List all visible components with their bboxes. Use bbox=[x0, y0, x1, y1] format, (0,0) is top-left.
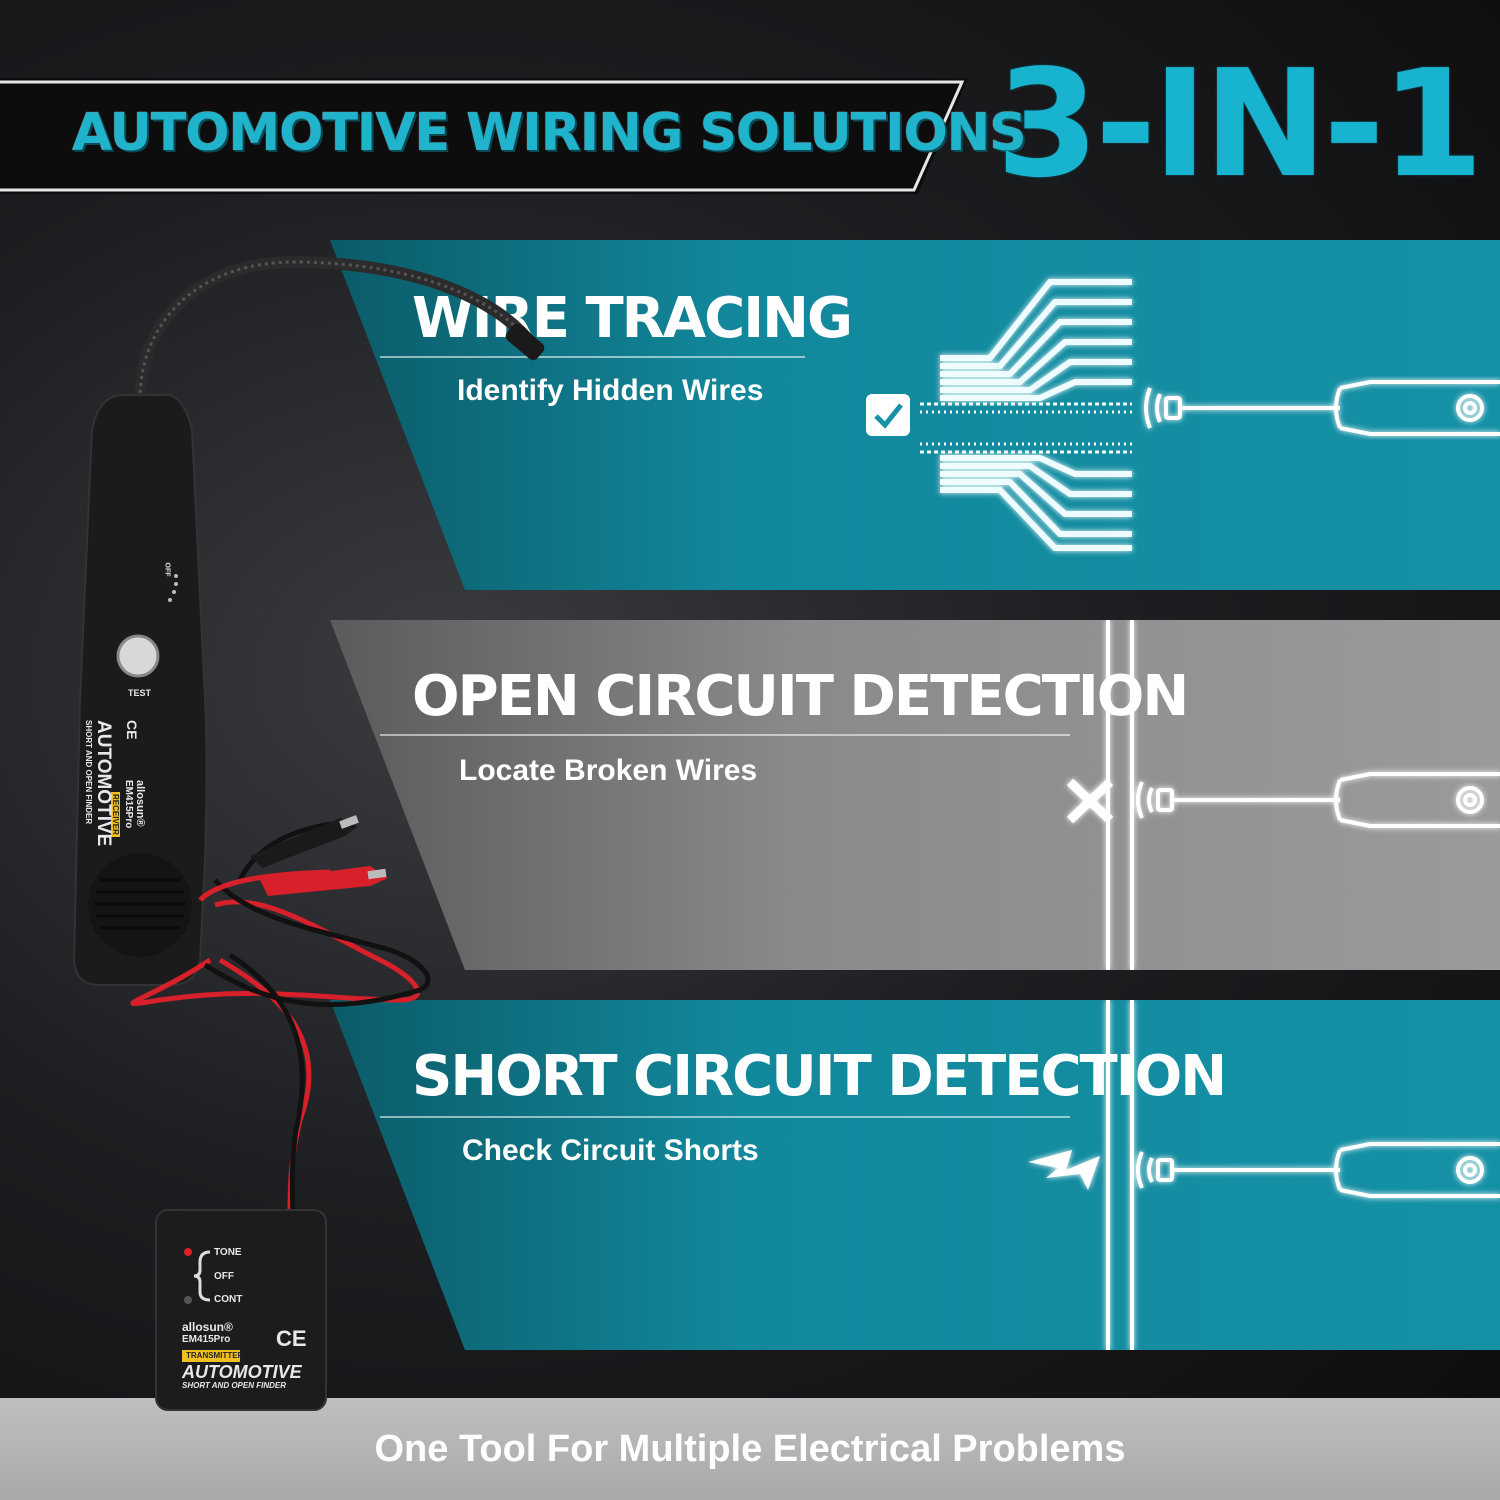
feature-subtitle: Locate Broken Wires bbox=[459, 754, 758, 787]
check-icon bbox=[866, 394, 910, 436]
three-in-one-title: 3-IN-1 bbox=[996, 38, 1484, 210]
cross-icon bbox=[1066, 778, 1114, 826]
footer-bar: One Tool For Multiple Electrical Problem… bbox=[0, 1398, 1500, 1500]
feature-panel-open-circuit: OPEN CIRCUIT DETECTION Locate Broken Wir… bbox=[0, 620, 1500, 970]
footer-tagline: One Tool For Multiple Electrical Problem… bbox=[374, 1428, 1126, 1470]
lightning-icon bbox=[1028, 1150, 1100, 1190]
feature-title: WIRE TRACING bbox=[412, 286, 853, 351]
feature-subtitle: Check Circuit Shorts bbox=[462, 1134, 759, 1167]
header-band bbox=[0, 78, 968, 194]
feature-panel-wire-tracing: WIRE TRACING Identify Hidden Wires bbox=[0, 240, 1500, 590]
feature-panel-short-circuit: SHORT CIRCUIT DETECTION Check Circuit Sh… bbox=[0, 1000, 1500, 1350]
feature-divider bbox=[380, 356, 805, 358]
feature-title: SHORT CIRCUIT DETECTION bbox=[412, 1044, 1227, 1109]
feature-divider bbox=[380, 734, 1070, 736]
transmitter-name: AUTOMOTIVE bbox=[182, 1362, 302, 1382]
transmitter-tag: TRANSMITTER bbox=[186, 1351, 244, 1360]
feature-divider bbox=[380, 1116, 1070, 1118]
feature-title: OPEN CIRCUIT DETECTION bbox=[412, 664, 1189, 729]
transmitter-desc: SHORT AND OPEN FINDER bbox=[182, 1381, 287, 1390]
feature-subtitle: Identify Hidden Wires bbox=[457, 374, 764, 407]
wire-bundle-diagram bbox=[866, 279, 1500, 551]
header-title: AUTOMOTIVE WIRING SOLUTIONS bbox=[72, 103, 1027, 163]
